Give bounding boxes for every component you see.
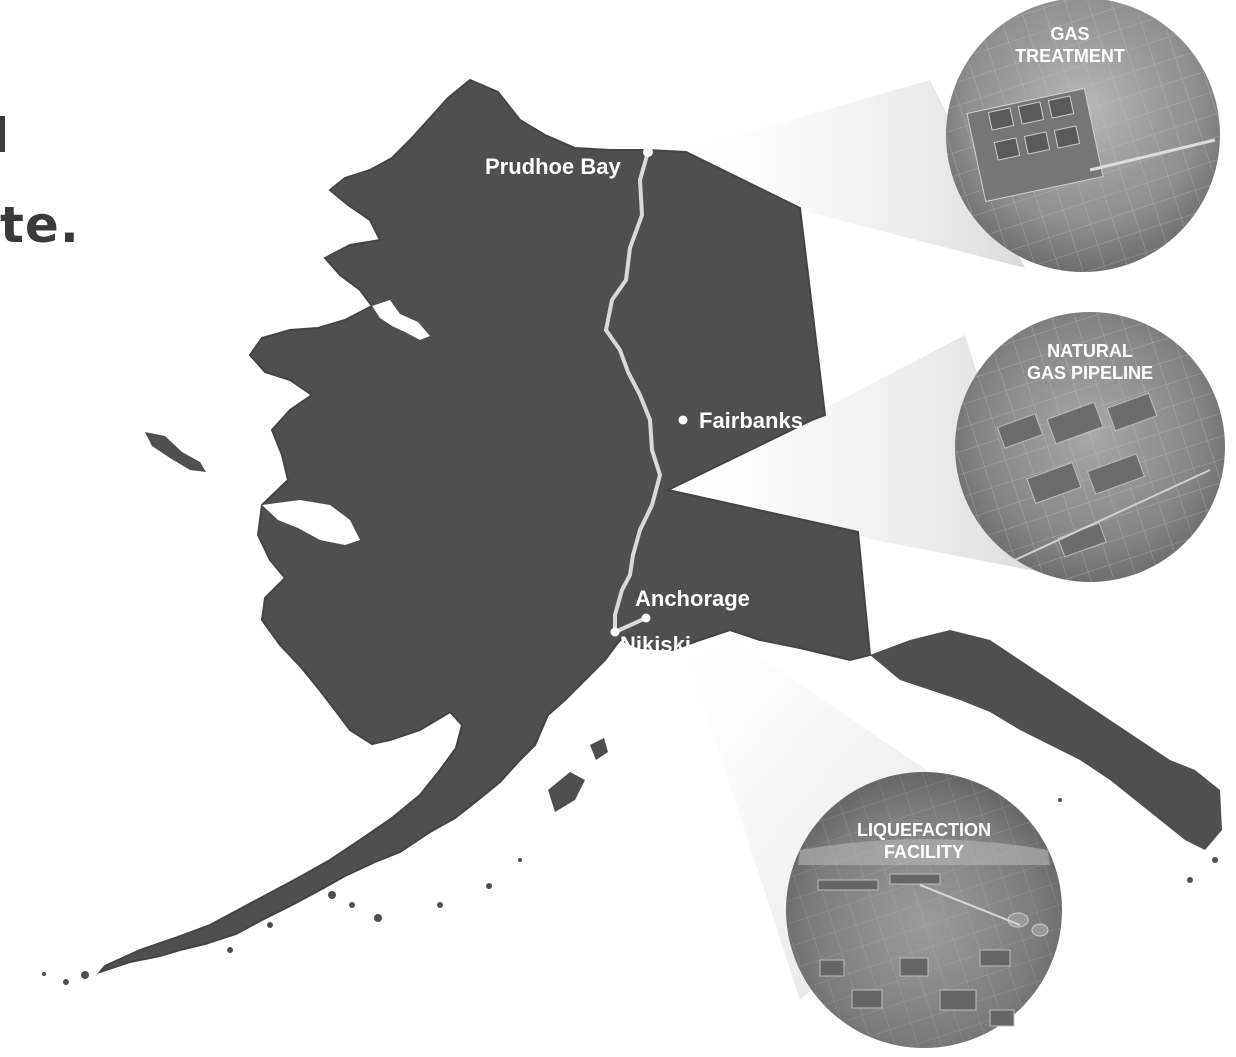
alaska-mainland (96, 78, 872, 975)
islands (42, 432, 1218, 985)
kotzebue-sound (372, 300, 430, 340)
nikiski-marker (610, 627, 620, 637)
pipeline-route (603, 151, 663, 636)
gas-treatment-title-2: TREATMENT (1015, 46, 1125, 66)
liquefaction-title-2: FACILITY (884, 842, 964, 862)
gas-treatment-callout: GAS TREATMENT (946, 0, 1220, 272)
pipeline-callout: NATURAL GAS PIPELINE (955, 312, 1225, 582)
label-fairbanks: Fairbanks (699, 408, 803, 433)
prudhoe-bay-marker (643, 147, 653, 157)
gas-treatment-cone (680, 80, 1025, 268)
anchorage-marker (641, 613, 651, 623)
label-nikiski: Nikiski (620, 632, 691, 657)
gas-treatment-title-1: GAS (1050, 24, 1089, 44)
label-prudhoe-bay: Prudhoe Bay (485, 154, 621, 179)
pipeline-title-1: NATURAL (1047, 341, 1133, 361)
pipeline-title-2: GAS PIPELINE (1027, 363, 1153, 383)
heading-fragment: te. (0, 196, 80, 254)
label-anchorage: Anchorage (635, 586, 750, 611)
norton-sound (262, 500, 360, 545)
alaska-panhandle (870, 630, 1222, 850)
heading-fragment-mark (0, 116, 5, 152)
liquefaction-title-1: LIQUEFACTION (857, 820, 991, 840)
fairbanks-marker (678, 415, 688, 425)
pipeline-cone (668, 335, 1040, 572)
liquefaction-callout: LIQUEFACTION FACILITY (786, 772, 1062, 1048)
